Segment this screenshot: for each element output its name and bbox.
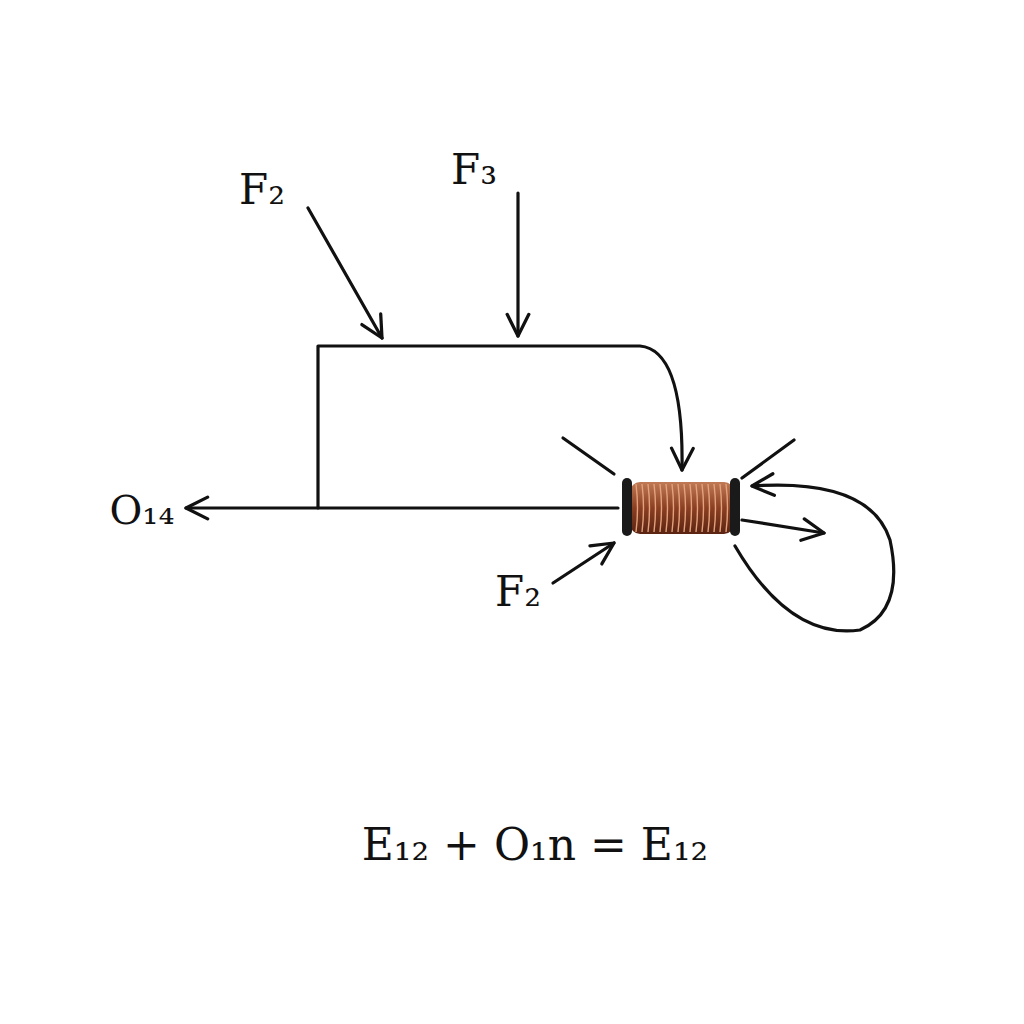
coil [622,478,740,536]
coil-winding [678,484,680,532]
output-label: O₁₄ [110,488,175,532]
coil-winding [642,484,644,532]
coil-winding [690,484,692,532]
force-label: F₂ [239,167,285,213]
coil-winding [660,484,662,532]
frame-wire [186,193,894,631]
force-label: F₃ [451,147,497,193]
coil-winding [648,484,650,532]
coil-winding [654,484,656,532]
coil-winding [714,484,716,532]
coil-winding [726,484,728,532]
coil-winding [672,484,674,532]
coil-winding [720,484,722,532]
coil-winding [708,484,710,532]
coil-winding [636,484,638,532]
coil-winding [684,484,686,532]
coil-winding [702,484,704,532]
coil-winding [666,484,668,532]
equation: E₁₂ + O₁n = E₁₂ [362,821,709,869]
force-label: F₂ [495,569,541,615]
coil-winding [696,484,698,532]
